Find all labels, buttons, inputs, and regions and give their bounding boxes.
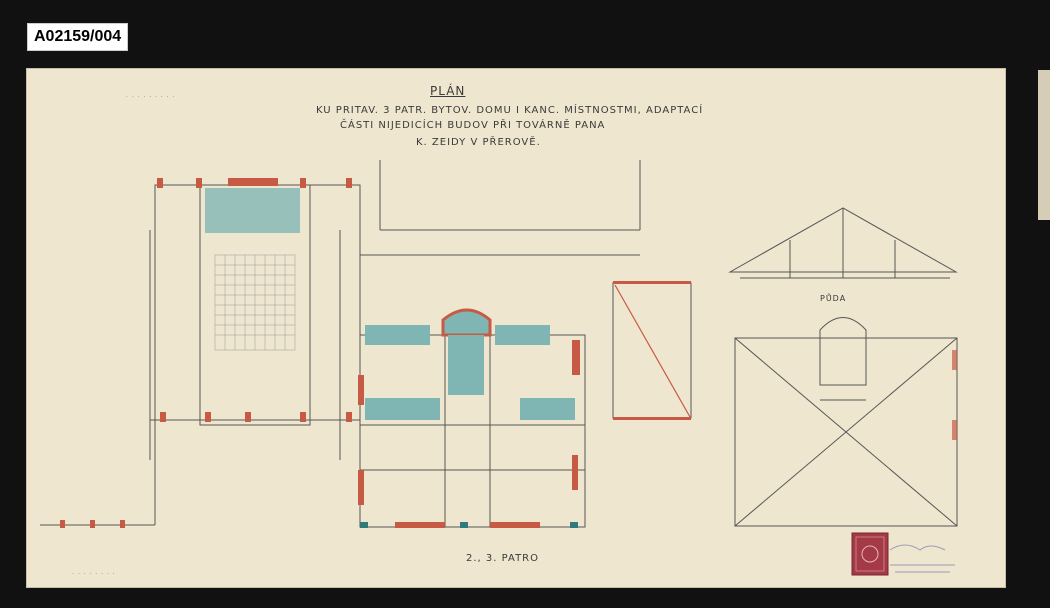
revenue-stamp — [851, 532, 889, 576]
corner-note: · · · · · · · · · — [126, 94, 176, 101]
archive-badge: A02159/004 — [27, 23, 129, 51]
attic-label: PŮDA — [820, 294, 847, 303]
plan-title-line-1: KU PRITAV. 3 PATR. BYTOV. DOMU I KANC. M… — [316, 105, 704, 116]
plan-heading: PLÁN — [430, 84, 466, 98]
plan-title-line-2: ČÁSTI NIJEDICÍCH BUDOV PŘI TOVÁRNĚ PANA — [340, 120, 606, 131]
central-floor-plan — [359, 160, 641, 528]
adjacent-sheet-edge — [1038, 70, 1050, 220]
attic-plan — [734, 317, 958, 527]
plan-title-line-3: K. ZEIDY V PŘEROVĚ. — [416, 137, 541, 148]
roof-section — [728, 207, 958, 279]
official-stamp — [889, 544, 955, 573]
footer-note: · · · · · · · · — [72, 571, 116, 578]
left-floor-plan — [40, 184, 361, 526]
floor-label: 2., 3. PATRO — [466, 553, 540, 564]
